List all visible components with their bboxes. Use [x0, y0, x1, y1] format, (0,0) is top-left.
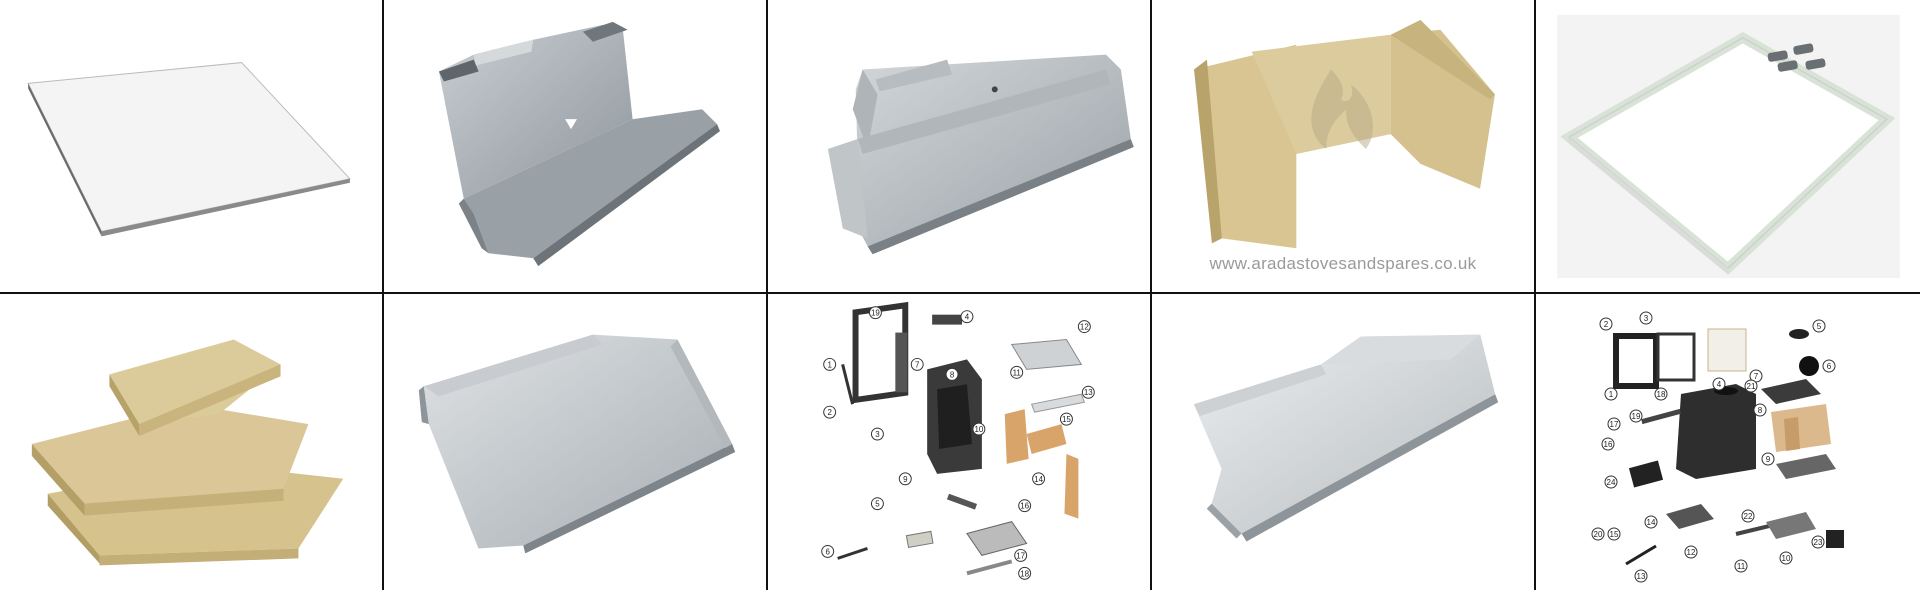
part-number: 2: [827, 408, 832, 417]
part-number: 22: [1744, 512, 1753, 521]
part-number: 5: [875, 500, 880, 509]
steel-baffle-plate-icon: [1193, 334, 1499, 542]
part-callouts: 1 2 3 4 5 6 7 8 9 10 11 12 13 14 15 16 1…: [821, 306, 1095, 580]
part-number: 2: [1604, 320, 1609, 329]
product-tile-baffle-plate-a[interactable]: [384, 0, 768, 294]
part-number: 15: [1610, 530, 1619, 539]
part-number: 19: [1632, 412, 1641, 421]
part-number: 12: [1687, 548, 1696, 557]
part-number: 19: [871, 309, 880, 318]
part-number: 8: [950, 370, 955, 379]
steel-baffle-plate-icon: [827, 54, 1134, 255]
part-number: 13: [1084, 388, 1093, 397]
product-tile-exploded-diagram-a[interactable]: 1 2 3 4 5 6 7 8 9 10 11 12 13 14 15 16 1…: [768, 294, 1152, 590]
firebrick-stack-icon: [31, 339, 344, 566]
part-number: 4: [965, 313, 970, 322]
part-number: 18: [1020, 569, 1029, 578]
part-number: 11: [1737, 562, 1746, 571]
product-tile-exploded-diagram-b[interactable]: 1 2 3 4 5 6 7 8 9 10 11 12 13 14 15 16 1…: [1536, 294, 1920, 590]
part-number: 23: [1814, 538, 1823, 547]
product-tile-baffle-plate-b[interactable]: [768, 0, 1152, 294]
watermark-text: www.aradastovesandspares.co.uk: [1209, 254, 1477, 273]
part-number: 3: [1644, 314, 1649, 323]
firebrick-set-icon: [1194, 19, 1495, 249]
steel-baffle-plate-icon: [438, 21, 721, 267]
product-tile-firebrick-stack[interactable]: [0, 294, 384, 590]
product-tile-steel-tray[interactable]: [384, 294, 768, 590]
glass-seal-kit-icon: [1557, 14, 1900, 279]
part-number: 10: [1782, 554, 1791, 563]
part-callouts: 1 2 3 4 5 6 7 8 9 10 11 12 13 14 15 16 1…: [1591, 311, 1836, 583]
part-number: 1: [1609, 390, 1614, 399]
part-number: 17: [1016, 551, 1025, 560]
part-number: 9: [1766, 455, 1771, 464]
part-number: 13: [1637, 572, 1646, 581]
product-tile-glass-seal-kit[interactable]: [1536, 0, 1920, 294]
part-number: 12: [1080, 323, 1089, 332]
part-number: 21: [1747, 382, 1756, 391]
part-number: 6: [825, 547, 830, 556]
part-number: 14: [1034, 475, 1043, 484]
product-tile-baffle-plate-c[interactable]: [1152, 294, 1536, 590]
part-number: 18: [1657, 390, 1666, 399]
glass-panel-icon: [27, 62, 351, 237]
part-number: 20: [1594, 530, 1603, 539]
steel-tray-icon: [418, 334, 736, 554]
part-number: 9: [903, 475, 908, 484]
part-number: 14: [1647, 518, 1656, 527]
product-tile-firebrick-set[interactable]: www.aradastovesandspares.co.uk: [1152, 0, 1536, 294]
part-number: 1: [827, 360, 832, 369]
part-number: 15: [1062, 415, 1071, 424]
exploded-parts-diagram-icon: 1 2 3 4 5 6 7 8 9 10 11 12 13 14 15 16 1…: [1591, 311, 1844, 583]
exploded-parts-diagram-icon: 1 2 3 4 5 6 7 8 9 10 11 12 13 14 15 16 1…: [821, 301, 1095, 580]
part-number: 10: [974, 425, 983, 434]
part-number: 7: [915, 360, 920, 369]
product-tile-glass-panel[interactable]: [0, 0, 384, 294]
part-number: 16: [1020, 502, 1029, 511]
part-number: 5: [1817, 322, 1822, 331]
part-number: 17: [1610, 420, 1619, 429]
part-number: 8: [1758, 406, 1763, 415]
part-number: 7: [1754, 372, 1759, 381]
part-number: 3: [875, 430, 880, 439]
part-number: 24: [1607, 478, 1616, 487]
part-number: 11: [1013, 368, 1022, 377]
part-number: 16: [1604, 440, 1613, 449]
part-number: 6: [1827, 362, 1832, 371]
part-number: 4: [1717, 380, 1722, 389]
